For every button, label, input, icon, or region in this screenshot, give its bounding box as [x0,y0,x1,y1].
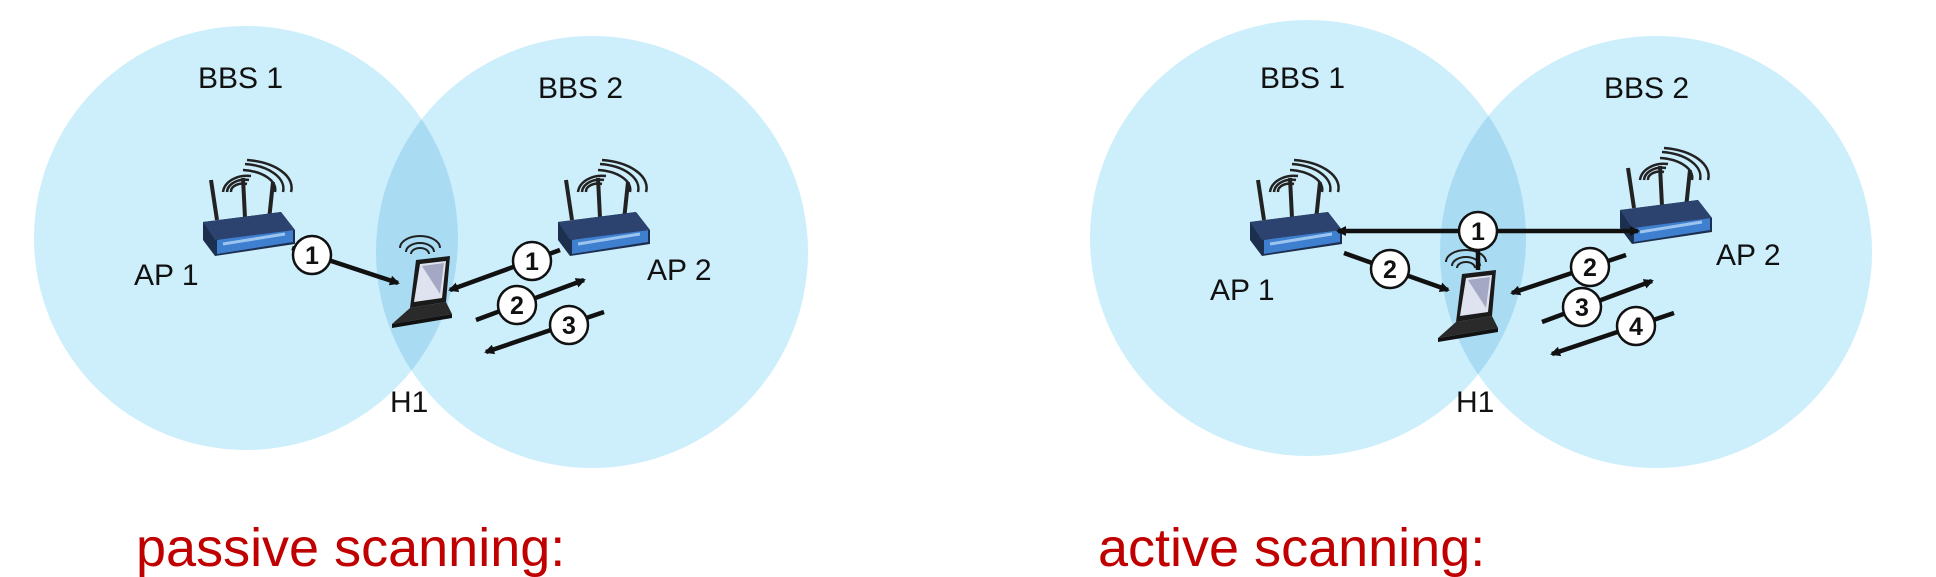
ap-2-label: AP 2 [1716,239,1781,272]
svg-text:3: 3 [1575,294,1589,322]
svg-text:2: 2 [1583,254,1597,282]
passive-scanning-diagram: BBS 1 BBS 2 AP 1 AP 2 H1 1 1 2 3 [34,26,808,577]
step-badge: 3 [1561,286,1603,328]
step-badge: 1 [291,234,333,276]
bss-1-label: BBS 1 [1260,62,1345,95]
host-label: H1 [390,386,428,419]
step-badge: 1 [1457,210,1499,252]
passive-scanning-caption: passive scanning: [136,518,565,577]
active-scanning-diagram: BBS 1 BBS 2 AP 1 AP 2 H1 1 2 2 3 [1090,20,1872,577]
step-badge: 2 [1369,248,1411,290]
step-badge: 1 [511,240,553,282]
ap-1-label: AP 1 [1210,274,1275,307]
bss-2-label: BBS 2 [1604,72,1689,105]
svg-text:3: 3 [562,312,576,340]
step-badge: 4 [1615,305,1657,347]
svg-text:2: 2 [1383,256,1397,284]
bss-1-label: BBS 1 [198,62,283,95]
svg-text:4: 4 [1629,313,1643,341]
bss-2-coverage [1440,36,1872,468]
svg-text:1: 1 [525,248,539,276]
ap-1-label: AP 1 [134,259,199,292]
bss-2-label: BBS 2 [538,72,623,105]
active-scanning-caption: active scanning: [1098,518,1485,577]
host-label: H1 [1456,386,1494,419]
step-badge: 2 [496,284,538,326]
step-badge: 3 [548,304,590,346]
ap-2-label: AP 2 [647,254,712,287]
step-badge: 2 [1569,246,1611,288]
svg-text:1: 1 [1471,218,1485,246]
svg-text:2: 2 [510,292,524,320]
svg-text:1: 1 [305,242,319,270]
